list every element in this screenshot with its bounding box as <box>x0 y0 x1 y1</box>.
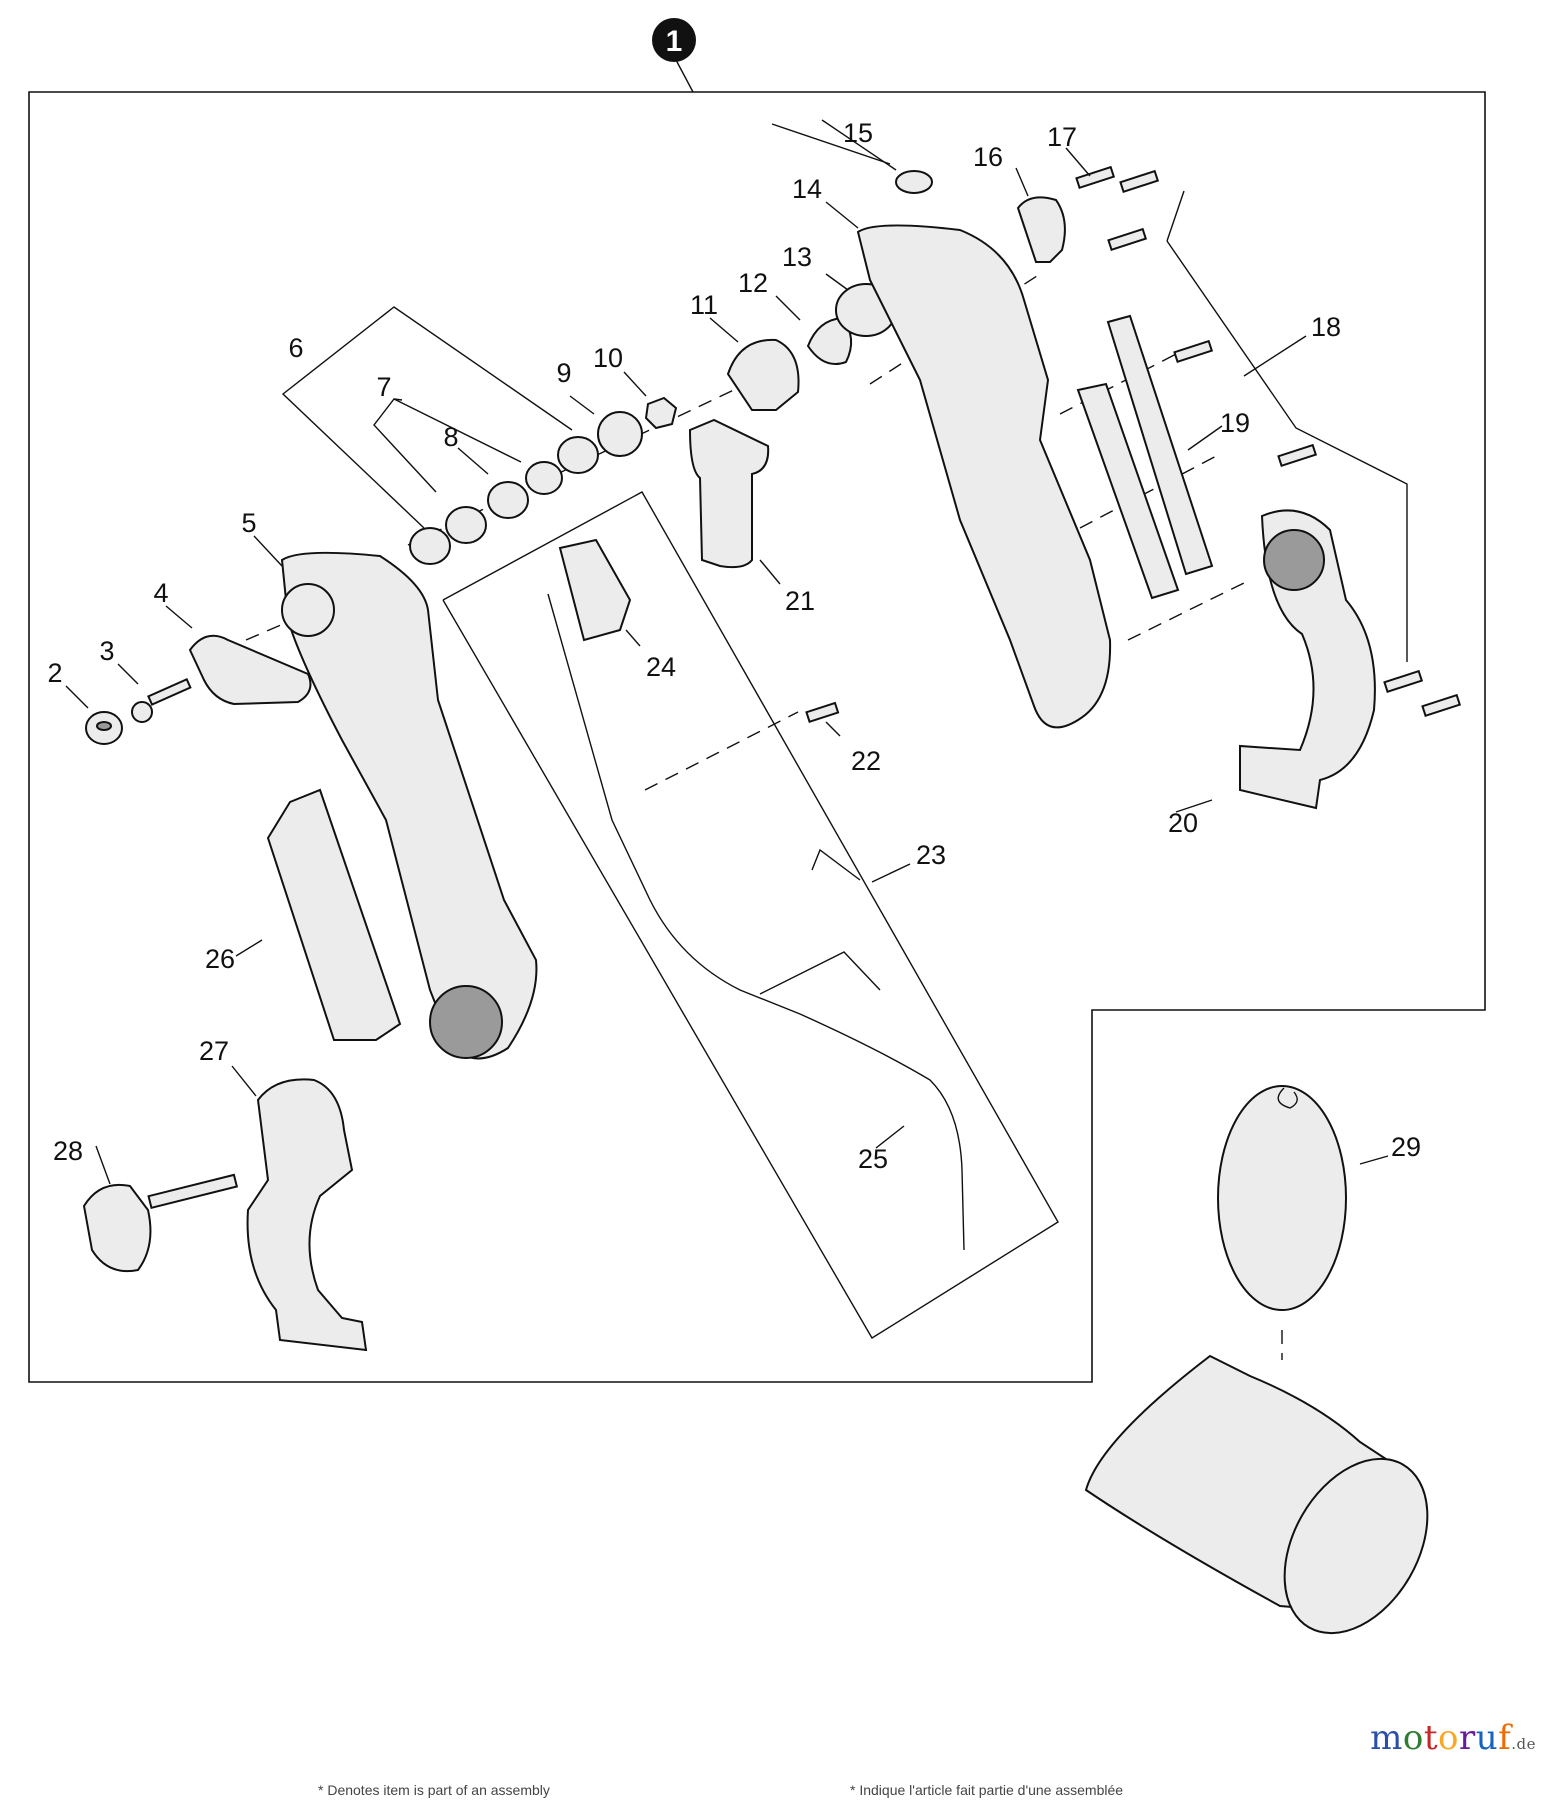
callout-21: 21 <box>785 586 815 616</box>
callout-9: 9 <box>556 358 571 388</box>
brand-letter: m <box>1370 1718 1403 1758</box>
part-24-block <box>558 538 632 642</box>
callout-27: 27 <box>199 1036 229 1066</box>
callout-29: 29 <box>1391 1132 1421 1162</box>
callout-3: 3 <box>99 636 114 666</box>
bracket-group-23 <box>442 491 1059 1339</box>
bracket-group-18-top <box>1166 190 1185 242</box>
brand-letter: u <box>1475 1718 1499 1758</box>
align-22-23 <box>644 711 799 791</box>
callout-23: 23 <box>916 840 946 870</box>
part-23-wire <box>759 951 881 995</box>
callout-12: 12 <box>738 268 768 298</box>
brand-letter: o <box>1438 1718 1459 1758</box>
callout-10: 10 <box>593 343 623 373</box>
brand-letter: f <box>1498 1718 1512 1758</box>
part-3-screw <box>131 677 192 723</box>
callout-16: 16 <box>973 142 1003 172</box>
part-12-cam <box>806 316 853 365</box>
callout-4: 4 <box>153 578 168 608</box>
footnote-fr: * Indique l'article fait partie d'une as… <box>850 1782 1124 1798</box>
callout-19: 19 <box>1220 408 1250 438</box>
part-14-housing-right <box>856 224 1112 729</box>
callout-labels: 2 3 4 5 6 7 8 9 10 11 12 13 14 15 16 17 … <box>47 118 1421 1174</box>
part-16-bushing <box>1016 196 1066 263</box>
part-23-cable <box>547 593 965 1251</box>
part-boot <box>1084 1354 1429 1635</box>
assembly-leader <box>675 59 694 93</box>
part-11-knob <box>726 338 800 411</box>
brand-logo: motoruf.de <box>1370 1718 1536 1758</box>
bracket-group-6 <box>281 306 573 529</box>
part-20-clamp <box>1239 509 1376 810</box>
callout-22: 22 <box>851 746 881 776</box>
assembly-frame <box>28 91 1486 1383</box>
callout-8: 8 <box>443 422 458 452</box>
part-17-screws <box>1075 165 1160 252</box>
callout-14: 14 <box>792 174 822 204</box>
part-20-gear <box>1263 529 1325 591</box>
part-28-knob <box>82 1173 239 1272</box>
part-washer-8 <box>487 481 529 519</box>
callout-25: 25 <box>858 1144 888 1174</box>
part-19-rail <box>1076 382 1180 600</box>
part-22-screw <box>805 701 840 724</box>
callout-17: 17 <box>1047 122 1077 152</box>
bracket-group-7 <box>373 398 522 493</box>
part-washer-6 <box>409 527 451 565</box>
callout-7: 7 <box>376 372 391 402</box>
callout-leaders <box>65 119 1389 1185</box>
part-23-wire-b <box>811 848 861 881</box>
assembly-badge: 1 <box>652 18 696 62</box>
part-2-cap <box>85 711 123 745</box>
callout-26: 26 <box>205 944 235 974</box>
part-26-cover <box>266 788 402 1041</box>
part-21-trigger <box>688 418 770 569</box>
brand-letter: o <box>1402 1718 1424 1758</box>
brand-letter: t <box>1423 1718 1438 1758</box>
callout-5: 5 <box>241 508 256 538</box>
callout-2: 2 <box>47 658 62 688</box>
callout-13: 13 <box>782 242 812 272</box>
callout-15: 15 <box>843 118 873 148</box>
callout-11: 11 <box>690 290 718 320</box>
part-washer-8b <box>525 461 563 495</box>
part-10-nut <box>644 396 678 430</box>
part-27-clamp <box>246 1078 368 1352</box>
part-15-plug <box>895 170 933 194</box>
part-29-ring <box>1217 1085 1347 1311</box>
bracket-group-18 <box>1166 240 1408 662</box>
callout-28: 28 <box>53 1136 83 1166</box>
part-18-screws <box>1173 339 1462 718</box>
align-19-screw <box>1079 453 1221 529</box>
callout-24: 24 <box>646 652 676 682</box>
assembly-number: 1 <box>666 25 683 58</box>
part-washer-9 <box>557 436 599 474</box>
brand-letter: r <box>1458 1718 1476 1758</box>
part-4-lever <box>188 634 312 706</box>
brand-suffix: .de <box>1511 1735 1536 1753</box>
callout-18: 18 <box>1311 312 1341 342</box>
align-19-20 <box>1127 579 1251 641</box>
callout-20: 20 <box>1168 808 1198 838</box>
footnote-en: * Denotes item is part of an assembly <box>318 1782 550 1798</box>
part-5-gear <box>429 985 503 1059</box>
part-19-rail-b <box>1106 314 1214 576</box>
part-9-bushing <box>597 411 643 457</box>
part-5-hub <box>281 583 335 637</box>
part-washer-7 <box>445 506 487 544</box>
callout-6: 6 <box>288 333 303 363</box>
part-5-housing-left <box>280 551 538 1060</box>
align-washers-trigger <box>407 386 741 546</box>
